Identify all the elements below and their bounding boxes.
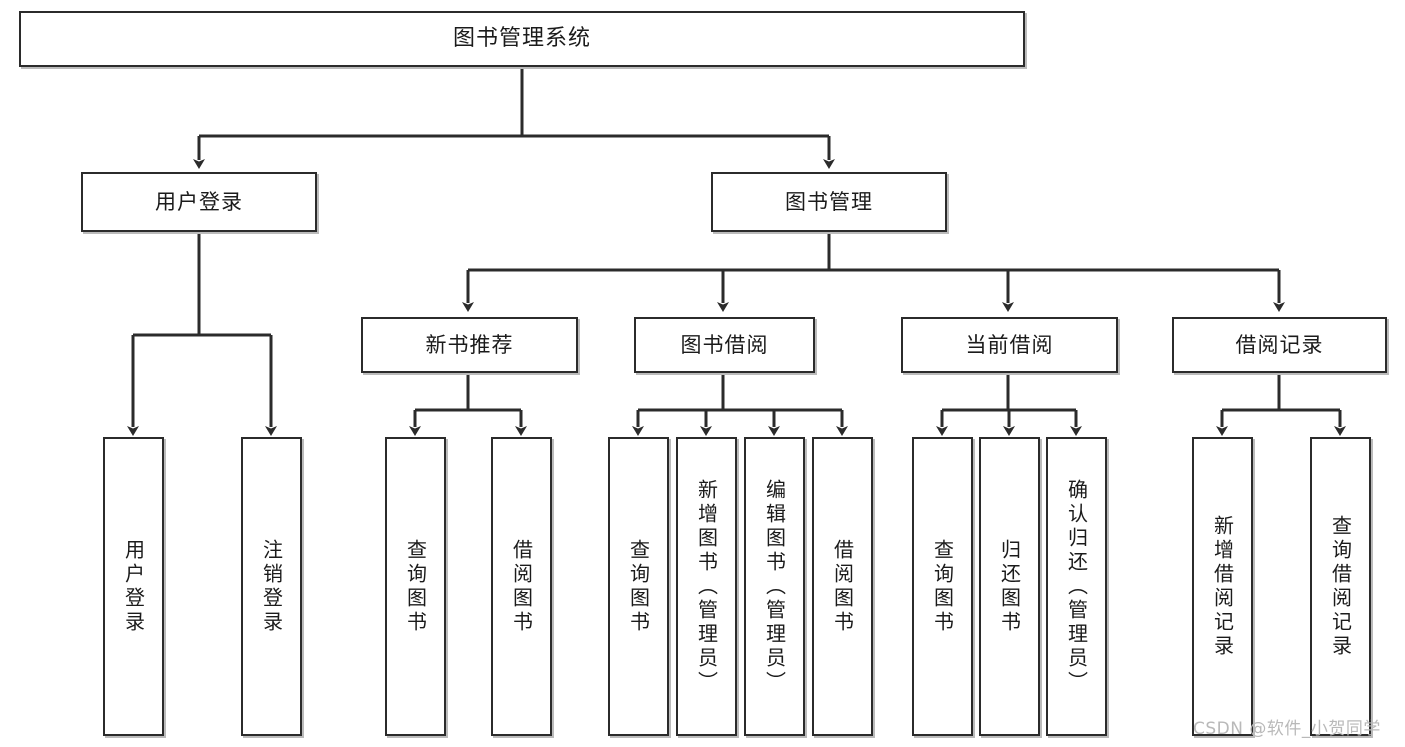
node-root[interactable]: 图书管理系统 [19,11,1025,67]
leaf-new-book-borrow-label: 借阅图书 [509,538,534,635]
leaf-borrow-record-add[interactable]: 新增借阅记录 [1192,437,1253,736]
node-root-label: 图书管理系统 [452,26,591,52]
leaf-borrow-record-add-label: 新增借阅记录 [1210,514,1235,659]
leaf-user-login-logout-label: 注销登录 [259,538,284,635]
leaf-user-login-login-label: 用户登录 [121,538,146,635]
leaf-current-borrow-confirm-label: 确认归还（管理员） [1064,478,1089,695]
leaf-user-login-login[interactable]: 用户登录 [103,437,164,736]
leaf-new-book-query-label: 查询图书 [403,538,428,635]
leaf-current-borrow-return[interactable]: 归还图书 [979,437,1040,736]
leaf-current-borrow-return-label: 归还图书 [997,538,1022,635]
leaf-book-borrow-edit-label: 编辑图书（管理员） [762,478,787,695]
node-book-management[interactable]: 图书管理 [711,172,947,232]
leaf-book-borrow-query[interactable]: 查询图书 [608,437,669,736]
leaf-book-borrow-edit[interactable]: 编辑图书（管理员） [744,437,805,736]
leaf-borrow-record-query-label: 查询借阅记录 [1328,514,1353,659]
leaf-book-borrow-add-label: 新增图书（管理员） [694,478,719,695]
node-current-borrow-label: 当前借阅 [965,332,1054,357]
node-book-management-label: 图书管理 [785,189,873,214]
node-new-book-recommend[interactable]: 新书推荐 [361,317,578,373]
node-new-book-recommend-label: 新书推荐 [425,332,514,357]
leaf-new-book-borrow[interactable]: 借阅图书 [491,437,552,736]
leaf-book-borrow-add[interactable]: 新增图书（管理员） [676,437,737,736]
node-user-login-label: 用户登录 [155,189,243,214]
leaf-current-borrow-query[interactable]: 查询图书 [912,437,973,736]
node-borrow-record[interactable]: 借阅记录 [1172,317,1387,373]
leaf-book-borrow-query-label: 查询图书 [626,538,651,635]
leaf-user-login-logout[interactable]: 注销登录 [241,437,302,736]
leaf-book-borrow-borrow-label: 借阅图书 [830,538,855,635]
leaf-borrow-record-query[interactable]: 查询借阅记录 [1310,437,1371,736]
leaf-current-borrow-confirm[interactable]: 确认归还（管理员） [1046,437,1107,736]
node-borrow-record-label: 借阅记录 [1235,332,1324,357]
leaf-new-book-query[interactable]: 查询图书 [385,437,446,736]
node-user-login[interactable]: 用户登录 [81,172,317,232]
node-book-borrow-label: 图书借阅 [680,332,769,357]
leaf-book-borrow-borrow[interactable]: 借阅图书 [812,437,873,736]
node-book-borrow[interactable]: 图书借阅 [634,317,815,373]
node-current-borrow[interactable]: 当前借阅 [901,317,1118,373]
leaf-current-borrow-query-label: 查询图书 [930,538,955,635]
